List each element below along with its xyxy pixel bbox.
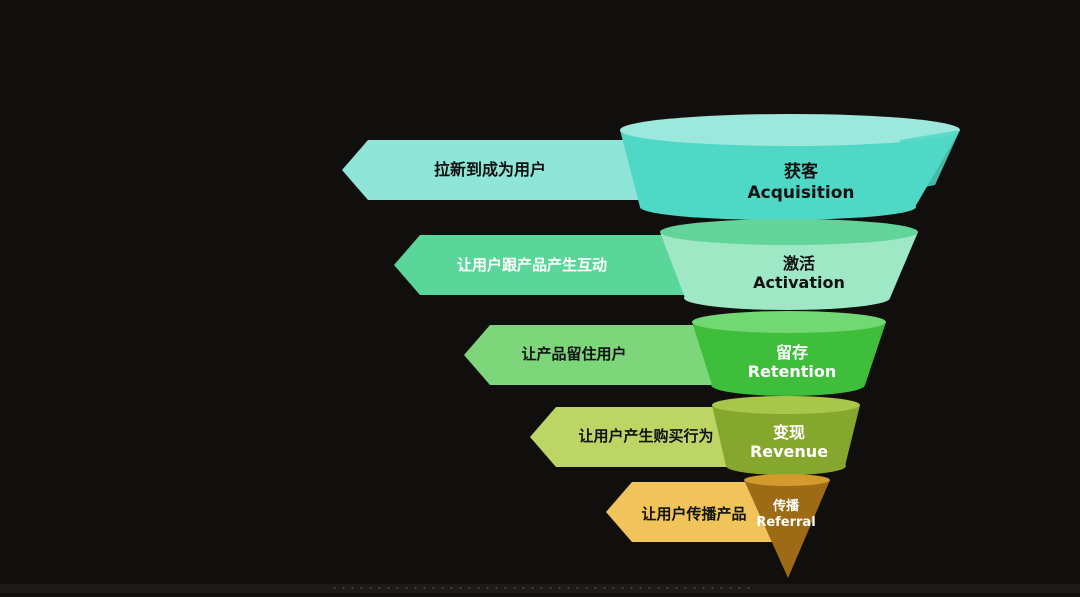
stage-acquisition-top-rim	[620, 114, 960, 146]
stage-referral-arrow	[606, 482, 790, 542]
stage-acquisition-bottom-rim	[640, 194, 916, 220]
stage-activation-subtitle: Activation	[753, 273, 845, 292]
stage-acquisition-arrow	[342, 140, 700, 200]
stage-retention-body	[692, 322, 886, 385]
stage-revenue-top-rim	[712, 396, 860, 414]
stage-acquisition: 拉新到成为用户 获客 Acquisition	[342, 114, 960, 220]
stage-acquisition-fold	[900, 130, 960, 192]
stage-revenue-bottom-rim	[726, 457, 846, 475]
stage-referral: 让用户传播产品 传播 Referral	[606, 474, 830, 578]
stage-referral-title: 传播	[772, 498, 800, 514]
stage-referral-description: 让用户传播产品	[641, 505, 746, 523]
stage-referral-body	[744, 480, 830, 578]
stage-acquisition-title: 获客	[784, 161, 819, 182]
stage-retention-title: 留存	[776, 343, 808, 362]
stage-activation-top-rim	[660, 219, 918, 245]
stage-retention-arrow	[464, 325, 740, 385]
stage-revenue: 让用户产生购买行为 变现 Revenue	[530, 396, 860, 475]
stage-activation-bottom-rim	[684, 286, 890, 310]
stage-activation-arrow	[394, 235, 720, 295]
stage-retention-description: 让产品留住用户	[521, 345, 626, 363]
stage-revenue-description: 让用户产生购买行为	[578, 427, 713, 445]
stage-activation-body	[660, 232, 918, 298]
stage-revenue-arrow	[530, 407, 760, 467]
stage-activation-description: 让用户跟产品产生互动	[457, 256, 607, 274]
stage-retention-top-rim	[692, 311, 886, 333]
stage-acquisition-subtitle: Acquisition	[747, 183, 854, 203]
stage-retention-subtitle: Retention	[748, 362, 837, 381]
stage-acquisition-description: 拉新到成为用户	[434, 160, 546, 179]
decorative-dot-row	[330, 586, 750, 590]
stage-activation-title: 激活	[783, 254, 815, 273]
stage-referral-top-rim	[744, 474, 830, 486]
stage-activation: 让用户跟产品产生互动 激活 Activation	[394, 219, 918, 310]
stage-retention: 让产品留住用户 留存 Retention	[464, 311, 886, 396]
stage-acquisition-body	[620, 130, 960, 207]
stage-retention-bottom-rim	[711, 374, 865, 396]
stage-revenue-body	[712, 405, 860, 466]
stage-revenue-subtitle: Revenue	[750, 442, 828, 461]
stage-referral-subtitle: Referral	[756, 515, 815, 530]
stage-revenue-title: 变现	[773, 423, 805, 442]
